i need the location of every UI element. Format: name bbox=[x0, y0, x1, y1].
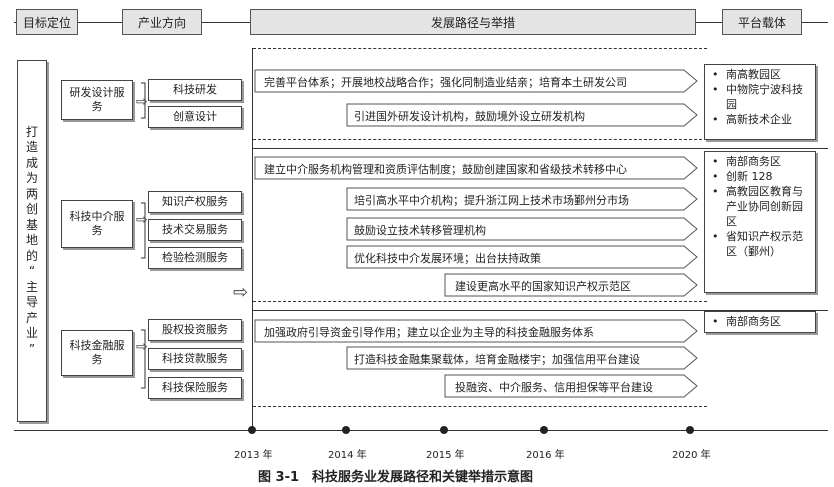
item-box: 检验检测服务 bbox=[148, 247, 242, 269]
item-box: 知识产权服务 bbox=[148, 191, 242, 213]
goal-char: 地 bbox=[25, 233, 38, 248]
group-name-label: 科技金融服务 bbox=[69, 339, 125, 366]
header-path: 发展路径与举措 bbox=[250, 9, 696, 35]
goal-char: 造 bbox=[25, 140, 38, 155]
goal-char: 成 bbox=[25, 155, 38, 170]
carrier-item: 高新技术企业 bbox=[711, 112, 811, 127]
timeline-dot bbox=[540, 426, 548, 434]
timeline-label: 2014 年 bbox=[328, 450, 367, 461]
carrier-box-intermediary: 南部商务区 创新 128 高教园区教育与产业协同创新园区 省知识产权示范区（鄞州… bbox=[704, 151, 816, 293]
timeline-axis bbox=[14, 430, 828, 431]
item-box: 科技贷款服务 bbox=[148, 348, 242, 370]
goal-text: 打造成为两创基地的“主导产业” bbox=[25, 125, 39, 358]
goal-char: ” bbox=[28, 341, 36, 356]
carrier-item: 省知识产权示范区（鄞州） bbox=[711, 229, 811, 259]
carrier-item: 高教园区教育与产业协同创新园区 bbox=[711, 184, 811, 229]
item-box: 科技研发 bbox=[148, 79, 242, 101]
goal-box: 打造成为两创基地的“主导产业” bbox=[17, 60, 47, 422]
section-divider bbox=[253, 310, 828, 311]
carrier-box-rnd: 南高教园区 中物院宁波科技园 高新技术企业 bbox=[704, 64, 816, 140]
header-goal: 目标定位 bbox=[16, 9, 78, 35]
group-brackets bbox=[141, 82, 146, 389]
measure-text: 完善平台体系；开展地校战略合作；强化同制造业结亲；培育本土研发公司 bbox=[264, 76, 627, 89]
item-box: 创意设计 bbox=[148, 106, 242, 128]
goal-char: 创 bbox=[25, 202, 38, 217]
goal-char: 业 bbox=[25, 326, 38, 341]
section-divider bbox=[253, 148, 828, 149]
double-arrow-icon: ⇨ bbox=[136, 212, 148, 228]
timeline-dot bbox=[342, 426, 350, 434]
header-direction: 产业方向 bbox=[122, 9, 202, 35]
section-divider bbox=[253, 48, 707, 49]
goal-char: 两 bbox=[25, 186, 38, 201]
double-arrow-icon: ⇨ bbox=[136, 94, 148, 110]
timeline-label: 2015 年 bbox=[426, 450, 465, 461]
carrier-item: 南高教园区 bbox=[711, 67, 811, 82]
group-name-rnd: 研发设计服务 bbox=[61, 80, 133, 120]
group-name-label: 科技中介服务 bbox=[69, 210, 125, 237]
double-arrow-icon: ⇨ bbox=[136, 339, 148, 355]
section-divider bbox=[253, 139, 707, 140]
timeline-label: 2020 年 bbox=[672, 450, 711, 461]
measure-text: 投融资、中介服务、信用担保等平台建设 bbox=[455, 381, 653, 394]
goal-char: 的 bbox=[25, 248, 38, 263]
section-divider bbox=[253, 301, 707, 302]
timeline-label: 2013 年 bbox=[234, 450, 273, 461]
measure-text: 建设更高水平的国家知识产权示范区 bbox=[455, 280, 631, 293]
item-box: 技术交易服务 bbox=[148, 219, 242, 241]
timeline-dot bbox=[440, 426, 448, 434]
timeline-dot bbox=[686, 426, 694, 434]
group-name-label: 研发设计服务 bbox=[69, 86, 125, 113]
measure-text: 鼓励设立技术转移管理机构 bbox=[354, 224, 486, 237]
goal-char: 主 bbox=[25, 279, 38, 294]
section-divider bbox=[253, 406, 707, 407]
timeline-dot bbox=[248, 426, 256, 434]
goal-char: 产 bbox=[25, 310, 38, 325]
measure-text: 引进国外研发设计机构，鼓励境外设立研发机构 bbox=[354, 110, 585, 123]
goal-char: “ bbox=[28, 264, 36, 279]
item-box: 股权投资服务 bbox=[148, 319, 242, 341]
double-arrow-icon: ⇨ bbox=[233, 282, 249, 303]
carrier-box-finance: 南部商务区 bbox=[704, 311, 816, 333]
measure-text: 打造科技金融集聚载体，培育金融楼宇；加强信用平台建设 bbox=[354, 353, 640, 366]
measure-text: 加强政府引导资金引导作用；建立以企业为主导的科技金融服务体系 bbox=[264, 326, 594, 339]
timeline-left-axis bbox=[252, 48, 253, 430]
carrier-item: 创新 128 bbox=[711, 169, 811, 184]
carrier-item: 中物院宁波科技园 bbox=[711, 82, 811, 112]
goal-char: 基 bbox=[25, 217, 38, 232]
measure-text: 优化科技中介发展环境；出台扶持政策 bbox=[354, 252, 541, 265]
measure-text: 建立中介服务机构管理和资质评估制度；鼓励创建国家和省级技术转移中心 bbox=[264, 163, 627, 176]
group-name-finance: 科技金融服务 bbox=[61, 330, 133, 376]
figure-caption: 图 3-1 科技服务业发展路径和关键举措示意图 bbox=[258, 470, 534, 485]
carrier-item: 南部商务区 bbox=[711, 314, 811, 329]
group-name-intermediary: 科技中介服务 bbox=[61, 200, 133, 248]
goal-char: 为 bbox=[25, 171, 38, 186]
goal-char: 导 bbox=[25, 295, 38, 310]
header-carrier: 平台载体 bbox=[722, 9, 802, 35]
carrier-item: 南部商务区 bbox=[711, 154, 811, 169]
goal-char: 打 bbox=[25, 124, 38, 139]
item-box: 科技保险服务 bbox=[148, 377, 242, 399]
timeline-label: 2016 年 bbox=[526, 450, 565, 461]
measure-text: 培引高水平中介机构；提升浙江网上技术市场鄞州分市场 bbox=[354, 194, 629, 207]
